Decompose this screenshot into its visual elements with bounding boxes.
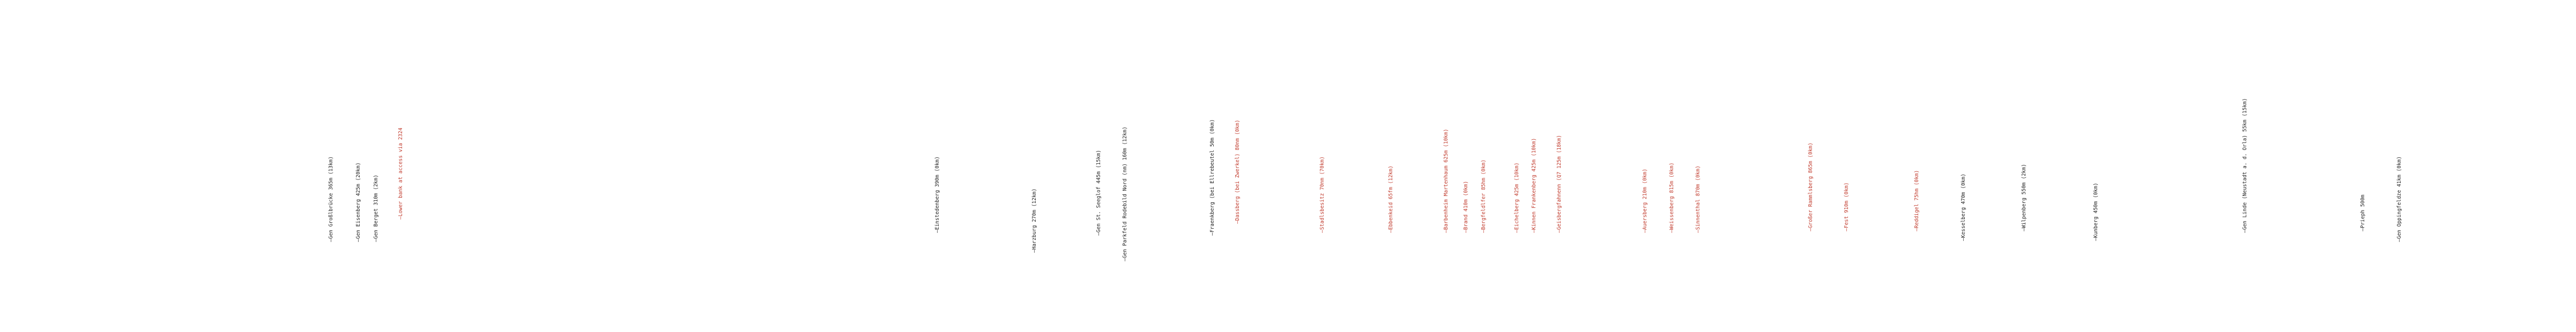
place-label: —Fest 910m (0km) xyxy=(1844,182,1850,231)
place-label: —Eichelberg 425m (10km) xyxy=(1514,162,1520,233)
place-label: —Harzburg 270m (12km) xyxy=(1031,188,1037,253)
place-label: —Barbenheim Martenhaum 625m (10km) xyxy=(1443,129,1449,233)
place-label: —Sinnenthal 870m (0km) xyxy=(1695,165,1701,233)
place-label: —Großer Rammlsberg 865m (0km) xyxy=(1808,142,1814,231)
place-label: —Wilpenberg 550m (2km) xyxy=(2021,164,2027,231)
place-label: —Prieph 500m xyxy=(2360,194,2366,231)
place-label: —Kinnen Frankenberg 425m (10km) xyxy=(1531,138,1537,233)
place-label: —Ebbenkeid 65fm (12km) xyxy=(1388,165,1394,233)
place-label: —Bergfeldlfer 85hm (0km) xyxy=(1481,159,1487,233)
place-label: —Fraenkberg (bei Ellrebeutel 50m (0km) xyxy=(1209,119,1215,236)
place-label: —Gen Berget 310m (2km) xyxy=(373,175,379,242)
place-label: —Auersberg 210m (0km) xyxy=(1642,168,1648,233)
place-label: —Brand 410m (0km) xyxy=(1463,180,1469,233)
place-label: —Gen Parkfeld Rodebild Nord (nm) 160m (1… xyxy=(1122,126,1128,261)
place-label: —Stadlsbesitz 70nm (70km) xyxy=(1319,156,1325,233)
place-label: —Lower bank at access via 2324 xyxy=(398,127,404,220)
place-label: —Einstedenberg 390m (0km) xyxy=(934,156,940,233)
place-label: —Kesselberg 470m (0km) xyxy=(1961,173,1966,241)
place-label: —Gen Eisenberg 425m (20km) xyxy=(355,162,361,242)
place-label: —Gen Linde (Neustadt a. d. Orla) 55km (1… xyxy=(2242,98,2248,233)
place-label: —Reddigel 75hm (0km) xyxy=(1914,170,1920,231)
place-label: —Gen St. Seeglof 445m (15km) xyxy=(1096,149,1102,236)
place-label: —Kunberg 450m (0km) xyxy=(2093,183,2099,241)
place-label: —Gen Großlbrücke 365m (13km) xyxy=(328,156,334,242)
place-label: —Gen Oppingfeldze 41km (0km) xyxy=(2396,156,2402,242)
place-label: —Weissenberg 815m (0km) xyxy=(1669,162,1675,233)
place-label: —Dassberg (bei Zwerkel) 80nm (0km) xyxy=(1235,119,1241,224)
place-label: —Geisbergfahnenn (Q7 125m (18km) xyxy=(1556,134,1562,233)
